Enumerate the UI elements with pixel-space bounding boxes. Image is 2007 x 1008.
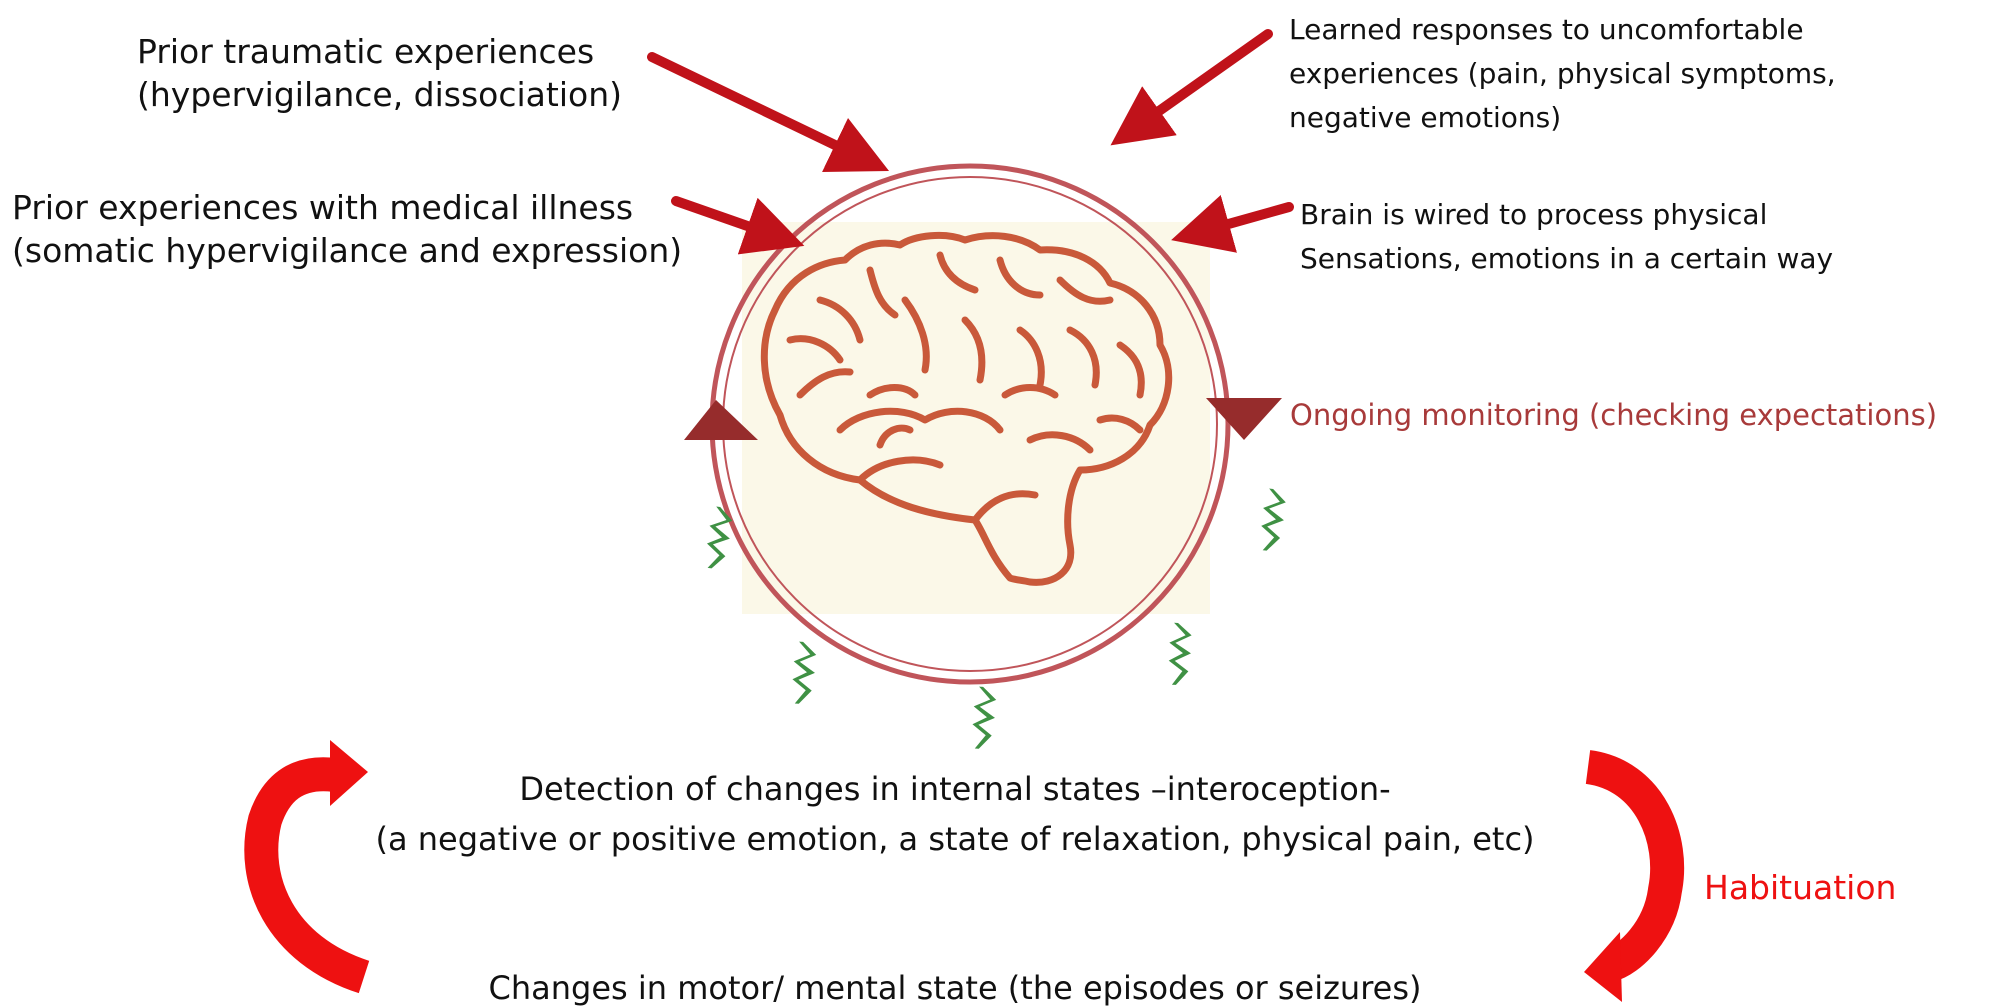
arrow-trauma — [652, 57, 862, 158]
factor-learned-line1: Learned responses to uncomfortable — [1289, 8, 1836, 52]
habituation-label: Habituation — [1704, 866, 1896, 909]
factor-wired: Brain is wired to process physical Sensa… — [1300, 193, 1833, 281]
detection-line2: (a negative or positive emotion, a state… — [240, 814, 1670, 864]
signal-zigzag-icon — [791, 641, 817, 704]
factor-learned: Learned responses to uncomfortable exper… — [1289, 8, 1836, 140]
factor-wired-line1: Brain is wired to process physical — [1300, 193, 1833, 237]
monitoring-label: Ongoing monitoring (checking expectation… — [1290, 394, 1937, 437]
factor-trauma-line1: Prior traumatic experiences — [137, 30, 622, 73]
factor-medical-line1: Prior experiences with medical illness — [12, 186, 682, 229]
factor-medical: Prior experiences with medical illness (… — [12, 186, 682, 272]
influence-arrows — [652, 34, 1289, 236]
detection-line1: Detection of changes in internal states … — [240, 764, 1670, 814]
factor-medical-line2: (somatic hypervigilance and expression) — [12, 229, 682, 272]
brain-background — [742, 222, 1210, 614]
factor-trauma: Prior traumatic experiences (hypervigila… — [137, 30, 622, 116]
arrow-wired — [1200, 207, 1289, 232]
arrow-medical — [676, 201, 776, 236]
signal-zigzag-icon — [1168, 623, 1192, 686]
signal-zigzag-icon — [971, 686, 997, 749]
signal-zigzag-icon — [1259, 488, 1287, 552]
changes-label: Changes in motor/ mental state (the epis… — [240, 968, 1670, 1008]
detection-label: Detection of changes in internal states … — [240, 764, 1670, 864]
arrow-learned — [1135, 34, 1268, 128]
factor-trauma-line2: (hypervigilance, dissociation) — [137, 73, 622, 116]
factor-learned-line3: negative emotions) — [1289, 96, 1836, 140]
factor-learned-line2: experiences (pain, physical symptoms, — [1289, 52, 1836, 96]
factor-wired-line2: Sensations, emotions in a certain way — [1300, 237, 1833, 281]
